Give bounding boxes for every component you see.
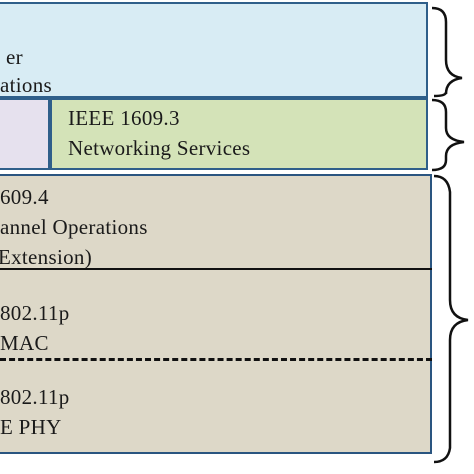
channel-ops-label-line2: annel Operations [0,215,148,239]
brace-middle [431,98,465,172]
left-partial-block [0,98,50,170]
channel-ops-label-line1: 609.4 [0,185,49,209]
channel-ops-label-line3: Extension) [0,245,92,269]
lower-stack-block [0,174,432,454]
upper-layer-label-line1: er [6,45,23,69]
channel-mac-divider [0,268,432,270]
upper-layer-label-line2: ations [0,73,52,97]
phy-label-line1: 802.11p [0,385,70,409]
mac-label-line1: 802.11p [0,301,70,325]
upper-layer-block [0,2,428,98]
networking-services-block [50,98,428,170]
brace-top [431,6,463,98]
networking-label-line1: IEEE 1609.3 [68,106,180,130]
phy-label-line2: E PHY [0,415,62,439]
right-braces [431,6,469,464]
mac-label-line2: MAC [0,331,49,355]
brace-bottom [433,174,469,464]
mac-phy-dashed-divider [0,358,432,361]
networking-label-line2: Networking Services [68,136,251,160]
